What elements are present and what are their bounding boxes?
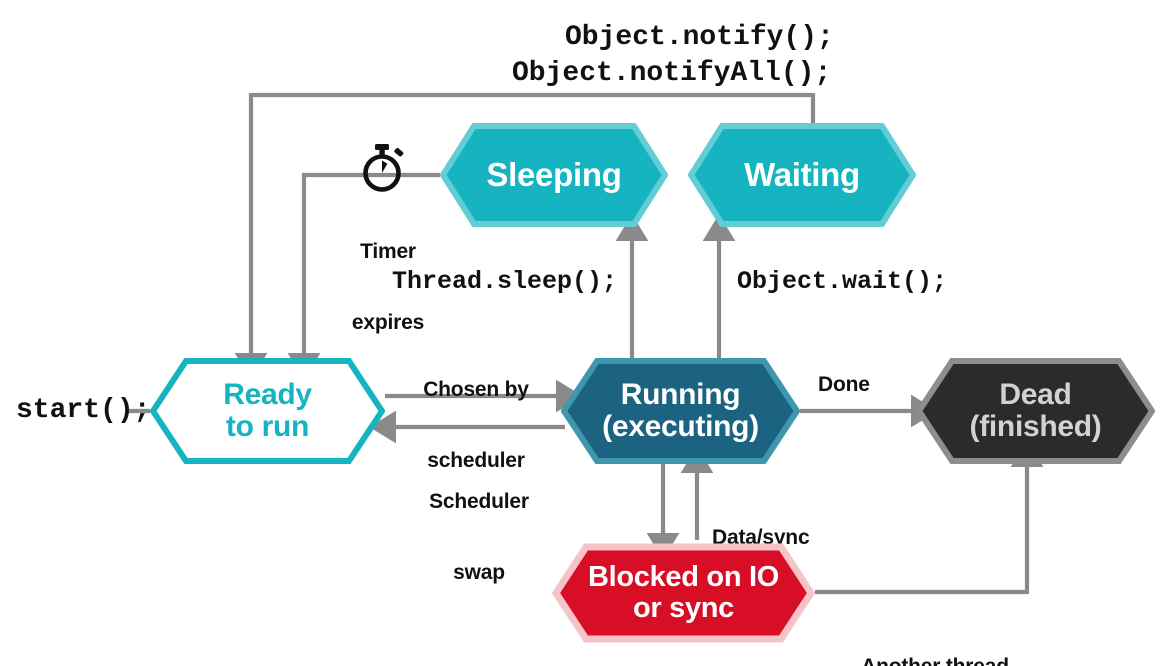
label-chosen-line2: scheduler (427, 448, 525, 472)
label-chosen-line1: Chosen by (423, 378, 529, 402)
ready-line1: Ready (223, 377, 312, 411)
label-another-thread-closes-socket: Another thread closes socket (840, 608, 1030, 666)
code-label-thread-sleep: Thread.sleep(); (392, 267, 618, 296)
arrow-timer-to-ready (287, 172, 440, 380)
running-state[interactable]: Running (executing) (561, 358, 800, 464)
label-swap-line2: swap (453, 560, 505, 584)
blocked-line1: Blocked on IO (587, 560, 780, 593)
code-label-object-wait: Object.wait(); (737, 267, 948, 296)
blocked-line2: or sync (632, 592, 735, 624)
code-label-notifyall: Object.notifyAll(); (512, 58, 832, 89)
ready-to-run-state-label: Ready to run (223, 377, 312, 444)
label-timer-expires-line1: Timer (360, 240, 416, 264)
label-socket-line1: Another thread (840, 655, 1030, 666)
dead-line2: (finished) (969, 410, 1102, 443)
waiting-state-label: Waiting (744, 156, 860, 194)
arrow-blocked-to-dead (815, 440, 1044, 595)
running-line1: Running (620, 377, 741, 411)
ready-line2: to run (225, 410, 310, 443)
label-scheduler-swap: Scheduler swap (405, 443, 553, 631)
ready-to-run-state[interactable]: Ready to run (150, 358, 385, 464)
blocked-state[interactable]: Blocked on IO or sync (552, 543, 815, 643)
sleeping-state[interactable]: Sleeping (440, 123, 668, 227)
sleeping-state-label: Sleeping (486, 156, 622, 194)
arrow-notify-to-ready (234, 92, 816, 380)
running-state-label: Running (executing) (602, 377, 759, 444)
dead-state-label: Dead (finished) (969, 377, 1102, 444)
dead-state[interactable]: Dead (finished) (916, 358, 1155, 464)
stopwatch-icon (363, 144, 404, 192)
label-datasync-line1: Data/sync (712, 526, 810, 550)
waiting-state[interactable]: Waiting (688, 123, 916, 227)
code-label-start: start(); (16, 395, 151, 426)
label-chosen-by-scheduler: Chosen by scheduler (398, 331, 554, 519)
label-timer-expires-line2: expires (351, 310, 425, 334)
label-done: Done (818, 373, 870, 396)
dead-line1: Dead (999, 377, 1072, 411)
running-line2: (executing) (602, 410, 759, 443)
label-swap-line1: Scheduler (429, 490, 529, 514)
label-timer-expires: Timer expires (343, 193, 433, 381)
blocked-state-label: Blocked on IO or sync (587, 560, 780, 625)
code-label-notify: Object.notify(); (565, 22, 834, 53)
